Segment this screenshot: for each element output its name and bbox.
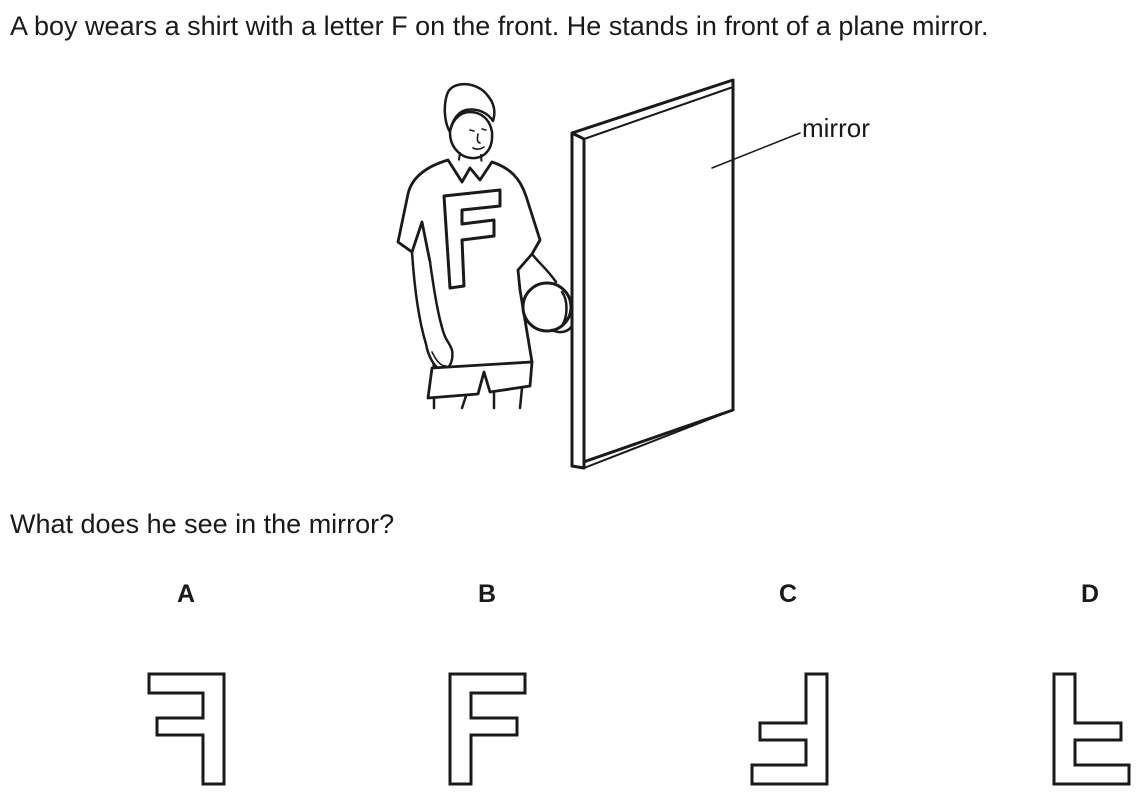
shirt-letter-f [442, 188, 502, 290]
option-b-glyph[interactable] [447, 671, 529, 787]
mirror-label-leader [711, 132, 801, 169]
option-c-letter: C [778, 580, 798, 608]
boy-right-arm [530, 252, 558, 284]
boy-legs [432, 386, 524, 410]
question-statement: A boy wears a shirt with a letter F on t… [10, 11, 989, 41]
boy-and-mirror-illustration [396, 78, 801, 470]
boy-face [448, 110, 494, 160]
mirror-panel [570, 78, 735, 470]
option-b-letter: B [477, 580, 497, 608]
option-c-glyph[interactable] [749, 671, 831, 787]
boy-shorts [426, 360, 534, 400]
ball [521, 281, 573, 333]
mirror-label: mirror [802, 113, 870, 143]
question-prompt: What does he see in the mirror? [10, 509, 395, 539]
option-a-letter: A [176, 580, 196, 608]
option-d-glyph[interactable] [1051, 671, 1133, 787]
option-a-glyph[interactable] [146, 671, 228, 787]
option-d-letter: D [1080, 580, 1100, 608]
boy-hair [443, 83, 496, 134]
